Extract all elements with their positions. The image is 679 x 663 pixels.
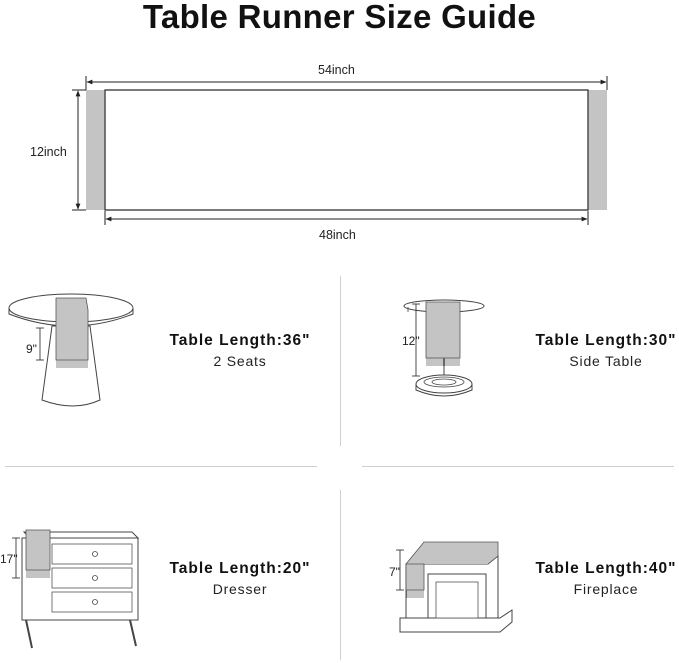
- card-3-table-length: Table Length:20": [169, 560, 311, 577]
- card-4-place: Fireplace: [573, 581, 639, 597]
- page-title: Table Runner Size Guide: [142, 0, 537, 35]
- card-2-drop-label: 12": [402, 334, 420, 348]
- runner-fringe-right: [588, 90, 607, 210]
- divider-horizontal-left: [5, 466, 317, 467]
- card-2-place: Side Table: [569, 353, 643, 369]
- body-length-label: 48inch: [319, 228, 356, 242]
- card-1-table-length: Table Length:36": [169, 332, 311, 349]
- card-1-text: Table Length:36" 2 Seats: [160, 332, 320, 370]
- card-1-place: 2 Seats: [213, 353, 267, 369]
- card-3-drop-label: 17": [0, 552, 18, 566]
- runner-body: [104, 89, 589, 211]
- divider-vertical-top: [340, 276, 341, 446]
- overall-length-label: 54inch: [318, 63, 355, 77]
- card-1-drop-label: 9": [26, 342, 37, 356]
- card-3-text: Table Length:20" Dresser: [160, 560, 320, 598]
- card-4-text: Table Length:40" Fireplace: [526, 560, 679, 598]
- divider-vertical-bottom: [340, 490, 341, 660]
- divider-horizontal-right: [362, 466, 674, 467]
- side-table-illustration: [403, 299, 485, 397]
- fireplace-illustration: [396, 541, 513, 633]
- width-label: 12inch: [30, 145, 67, 159]
- dresser-illustration: [12, 529, 140, 649]
- runner-diagram: [72, 76, 608, 225]
- card-2-text: Table Length:30" Side Table: [526, 332, 679, 370]
- round-dining-table-illustration: [8, 293, 134, 407]
- runner-fringe-left: [86, 90, 105, 210]
- card-2-table-length: Table Length:30": [535, 332, 677, 349]
- card-3-place: Dresser: [212, 581, 268, 597]
- card-4-drop-label: 7": [389, 565, 400, 579]
- card-4-table-length: Table Length:40": [535, 560, 677, 577]
